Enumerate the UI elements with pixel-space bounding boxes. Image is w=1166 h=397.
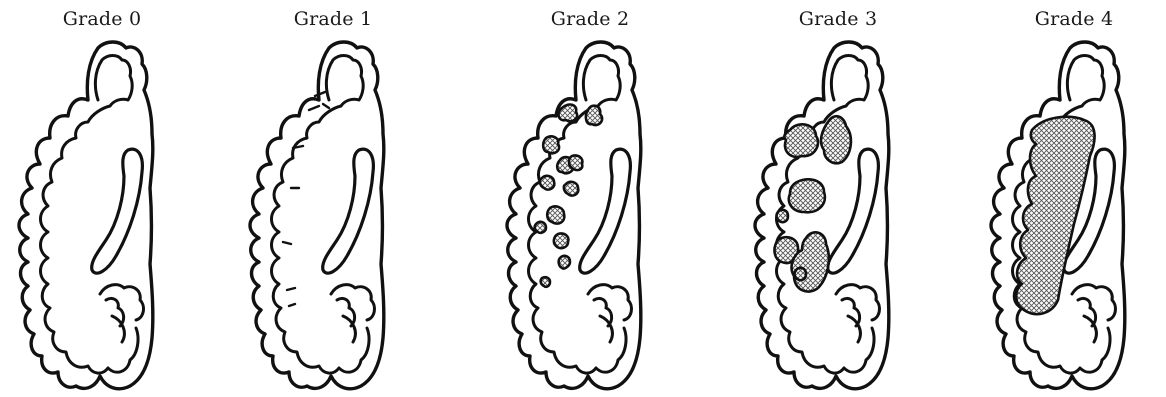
brain-section-drawing [490,38,690,394]
lesion-area [559,105,578,122]
lesion-area [564,182,578,196]
panel-grade-3: Grade 3 [738,0,938,397]
lesion-area [777,210,789,222]
brain-section-drawing [974,38,1166,394]
brain-section-drawing [233,38,433,394]
grade-label: Grade 4 [974,8,1166,30]
brain-section [755,42,889,389]
brain-section [991,42,1125,389]
lesion-area [789,179,825,212]
lesion-area [821,116,851,163]
grade-label: Grade 1 [233,8,433,30]
lesion-area [543,136,559,153]
lesion-area [535,222,546,233]
lesion-area [554,233,569,248]
grade-label: Grade 3 [738,8,938,30]
lesion-area [547,206,564,223]
brain-section [507,42,641,389]
brain-section-drawing [738,38,938,394]
panel-grade-0: Grade 0 [2,0,202,397]
lesion-area [559,256,570,269]
grade-label: Grade 2 [490,8,690,30]
lesion-area [541,277,550,287]
lesion-area [569,155,582,170]
panel-grade-4: Grade 4 [974,0,1166,397]
brain-section [19,42,153,389]
panel-grade-1: Grade 1 [233,0,433,397]
lesion-area [586,106,602,125]
lesion-area [540,176,554,190]
grade-label: Grade 0 [2,8,202,30]
panel-grade-2: Grade 2 [490,0,690,397]
brain-section [250,42,384,389]
lesion-area [795,268,807,280]
brain-section-drawing [2,38,202,394]
lesion-area [784,124,818,157]
